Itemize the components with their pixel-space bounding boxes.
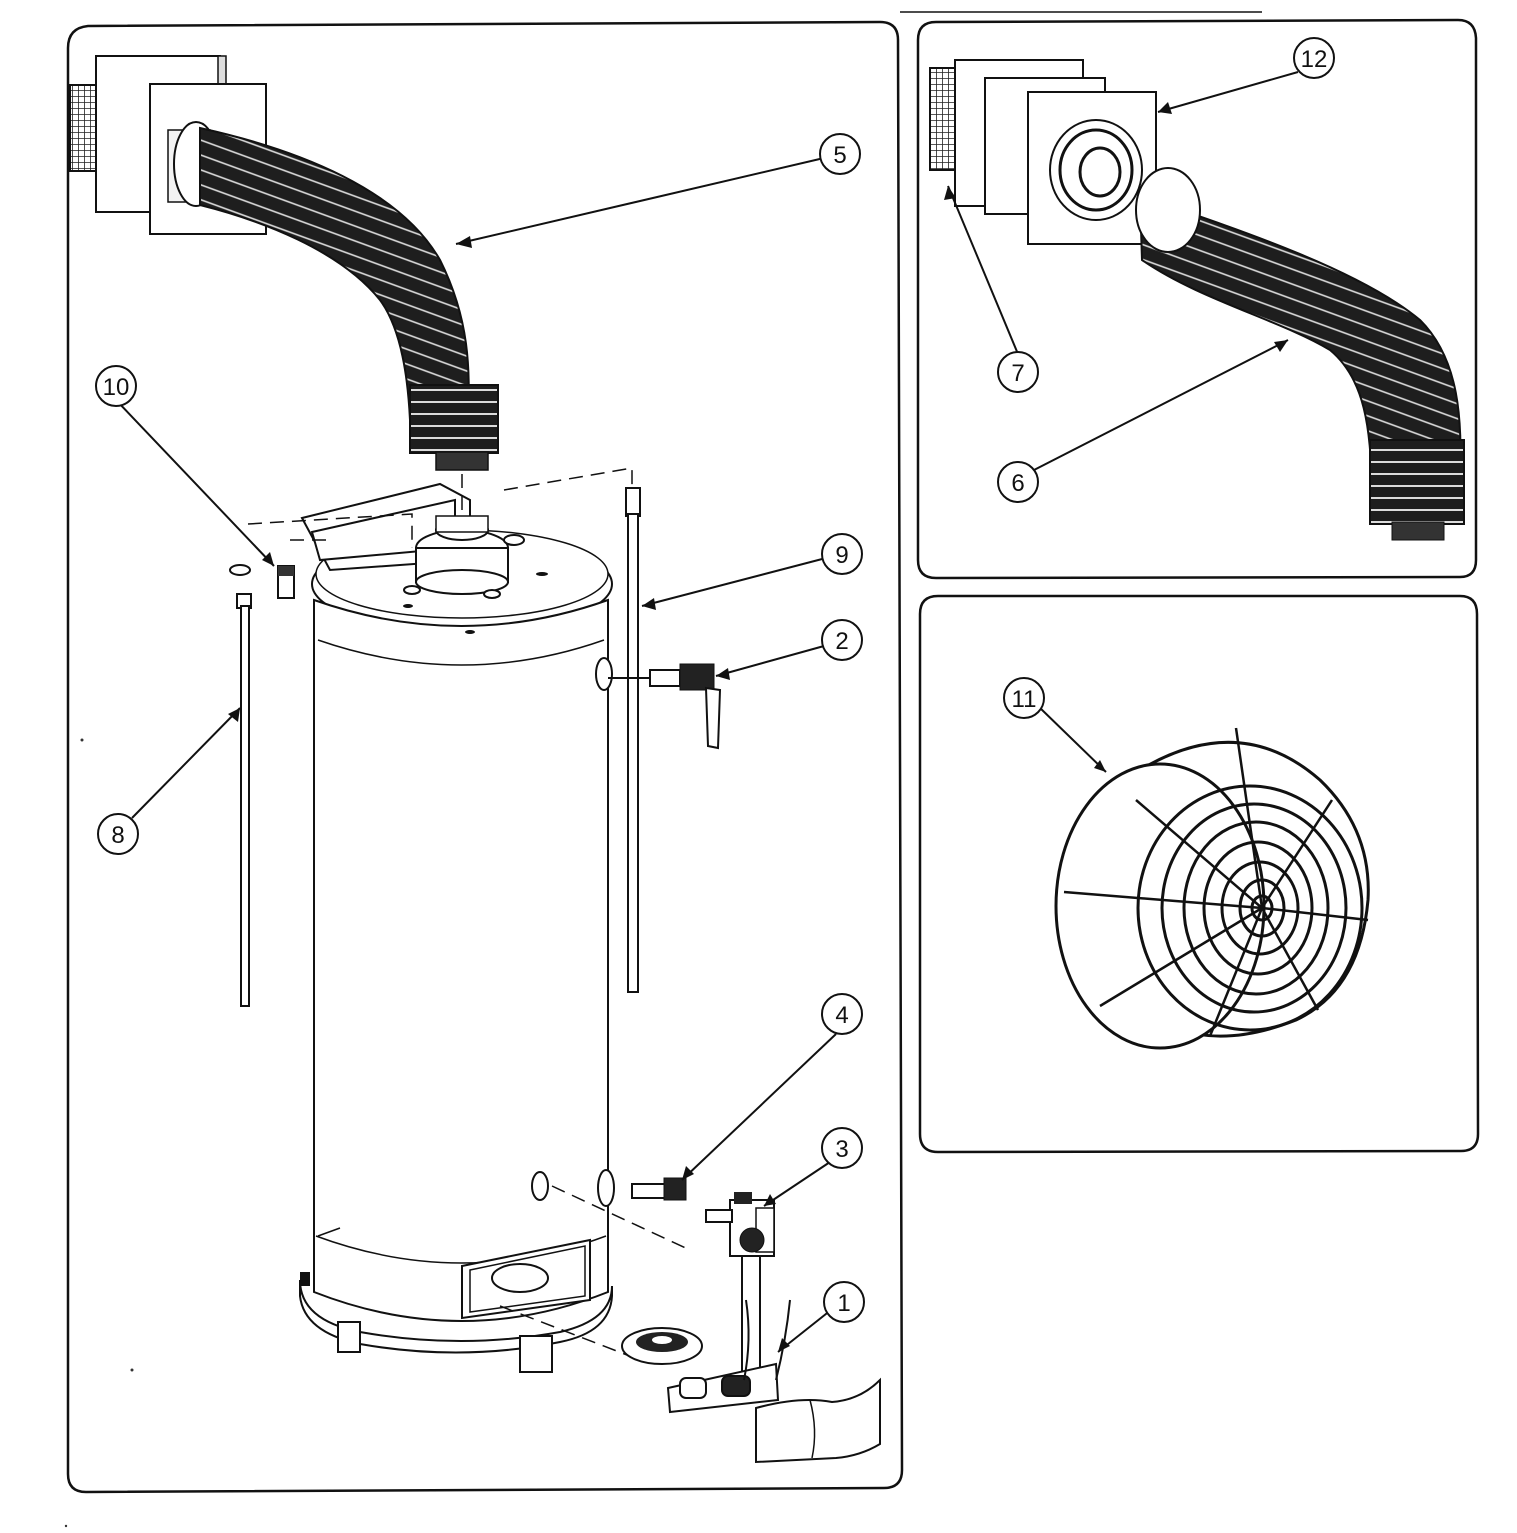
svg-text:6: 6 (1011, 470, 1024, 497)
vent-kit-flex-pipe (1135, 167, 1465, 541)
gas-control-valve (705, 1192, 775, 1390)
inner-door (755, 1377, 881, 1464)
svg-text:7: 7 (1011, 360, 1024, 387)
svg-text:10: 10 (103, 374, 130, 401)
callout-2: 2 (821, 619, 863, 661)
arrow-heads (228, 102, 1288, 1352)
assembly-lines-top (247, 467, 633, 548)
callout-6: 6 (997, 461, 1039, 503)
callout-10: 10 (95, 365, 137, 407)
callout-4: 4 (821, 993, 863, 1035)
intake-screen (1054, 727, 1370, 1050)
callout-8: 8 (97, 813, 139, 855)
callout-5: 5 (819, 133, 861, 175)
svg-text:9: 9 (835, 542, 848, 569)
flex-vent-pipe (199, 126, 499, 471)
callout-7: 7 (997, 351, 1039, 393)
screen-panel (918, 594, 1480, 1154)
blower-assembly (300, 482, 548, 634)
svg-text:2: 2 (835, 628, 848, 655)
svg-text:12: 12 (1301, 46, 1328, 73)
vent-kit-terminal (929, 59, 1157, 245)
svg-text:5: 5 (833, 142, 846, 169)
scan-specks (64, 738, 134, 1528)
anode-rod-left (229, 564, 252, 1007)
callout-1: 1 (823, 1281, 865, 1323)
anode-rod-right (625, 487, 641, 993)
svg-text:8: 8 (111, 822, 124, 849)
callout-3: 3 (821, 1127, 863, 1169)
burner-assembly (499, 1299, 791, 1414)
drain-valve (551, 1177, 691, 1251)
callout-11: 11 (1003, 677, 1045, 719)
callout-12: 12 (1293, 37, 1335, 79)
nipple-fitting (277, 565, 295, 599)
main-panel (66, 20, 904, 1494)
leader-lines (115, 71, 1299, 1353)
svg-text:11: 11 (1012, 686, 1037, 713)
vent-kit-panel (916, 18, 1478, 580)
svg-text:4: 4 (835, 1002, 848, 1029)
callout-9: 9 (821, 533, 863, 575)
svg-text:1: 1 (837, 1290, 850, 1317)
svg-text:3: 3 (835, 1136, 848, 1163)
water-heater-tank (299, 529, 615, 1373)
tp-relief-valve (608, 663, 722, 750)
